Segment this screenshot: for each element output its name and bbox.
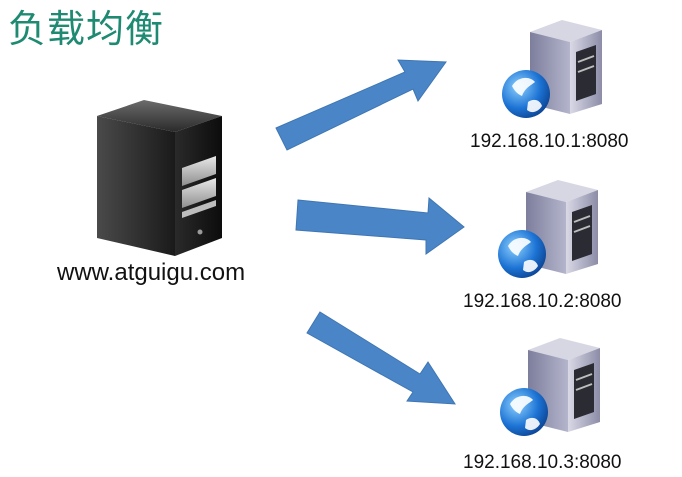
- page-title: 负载均衡: [8, 7, 165, 51]
- server-node-2-icon: [498, 180, 598, 278]
- server-node-1-icon: [502, 20, 602, 118]
- arrow-to-node-2: [295, 196, 465, 255]
- arrow-to-node-3: [306, 311, 456, 405]
- arrow-to-node-1: [275, 59, 447, 151]
- server-node-1-label: 192.168.10.1:8080: [470, 131, 629, 152]
- main-server-icon: [97, 100, 222, 256]
- server-node-2-label: 192.168.10.2:8080: [463, 291, 622, 312]
- server-node-3-label: 192.168.10.3:8080: [463, 452, 622, 473]
- main-server-label: www.atguigu.com: [57, 259, 246, 286]
- server-node-3-icon: [500, 338, 600, 436]
